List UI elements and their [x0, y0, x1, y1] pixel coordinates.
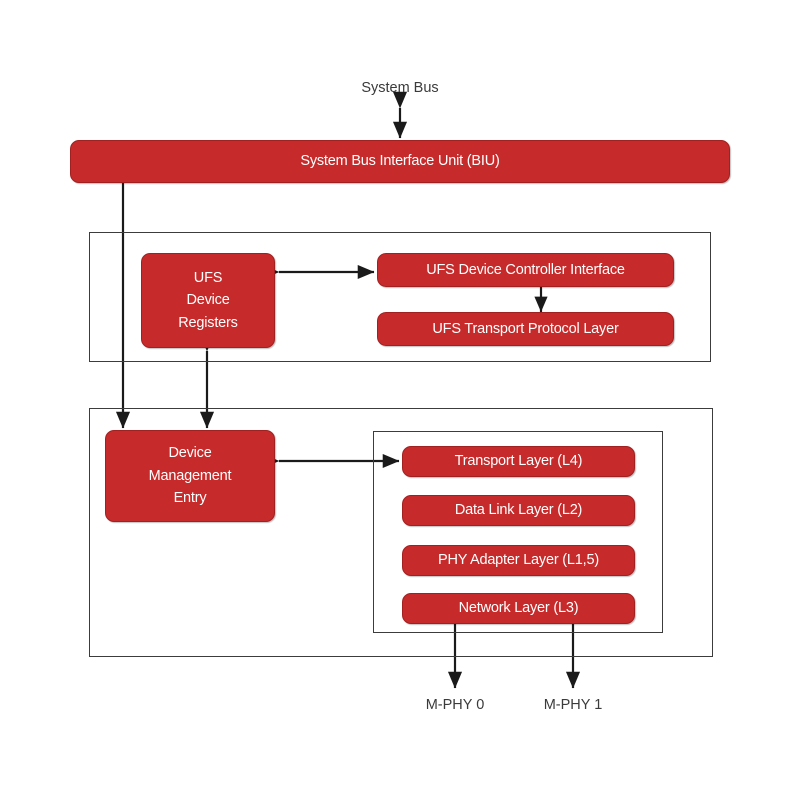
group-ufs-device-controller — [89, 232, 711, 362]
label-m-phy-0: M-PHY 0 — [425, 697, 485, 713]
block-data-link-layer-l2-label: Data Link Layer (L2) — [454, 502, 583, 519]
block-ufs-device-registers-line-3: Registers — [178, 314, 238, 331]
block-device-management-entry[interactable]: Device Management Entry — [105, 430, 275, 522]
block-system-bus-interface-unit-label: System Bus Interface Unit (BIU) — [300, 153, 500, 170]
block-device-management-entry-line-2: Management — [148, 467, 232, 484]
group-unipro-stack-inner — [373, 431, 663, 633]
block-phy-adapter-layer-l15[interactable]: PHY Adapter Layer (L1,5) — [402, 545, 635, 576]
block-system-bus-interface-unit[interactable]: System Bus Interface Unit (BIU) — [70, 140, 730, 183]
block-phy-adapter-layer-l15-label: PHY Adapter Layer (L1,5) — [438, 552, 599, 569]
block-ufs-device-registers-line-1: UFS — [193, 269, 223, 286]
block-ufs-transport-protocol-layer-label: UFS Transport Protocol Layer — [432, 320, 619, 337]
block-ufs-device-controller-interface-label: UFS Device Controller Interface — [426, 261, 625, 278]
block-device-management-entry-line-3: Entry — [173, 490, 207, 507]
block-ufs-device-registers[interactable]: UFS Device Registers — [141, 253, 275, 348]
block-transport-layer-l4-label: Transport Layer (L4) — [454, 453, 583, 470]
label-m-phy-1: M-PHY 1 — [543, 697, 603, 713]
block-data-link-layer-l2[interactable]: Data Link Layer (L2) — [402, 495, 635, 526]
block-network-layer-l3[interactable]: Network Layer (L3) — [402, 593, 635, 624]
block-network-layer-l3-label: Network Layer (L3) — [458, 600, 579, 617]
block-transport-layer-l4[interactable]: Transport Layer (L4) — [402, 446, 635, 477]
block-ufs-transport-protocol-layer[interactable]: UFS Transport Protocol Layer — [377, 312, 674, 346]
group-unipro-stack-outer — [89, 408, 713, 657]
block-device-management-entry-line-1: Device — [168, 445, 212, 462]
label-system-bus: System Bus — [361, 80, 439, 96]
block-ufs-device-registers-line-2: Device — [186, 292, 230, 309]
block-ufs-device-controller-interface[interactable]: UFS Device Controller Interface — [377, 253, 674, 287]
